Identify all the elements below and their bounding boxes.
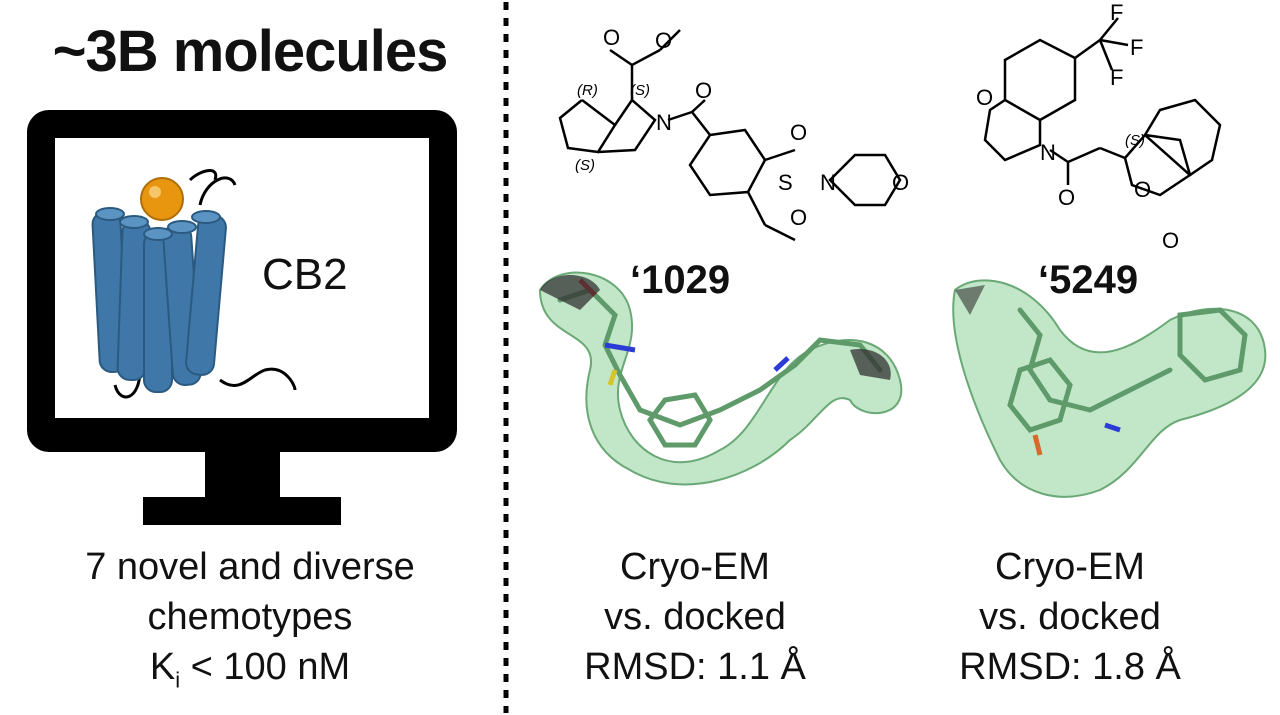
monitor-stand <box>143 497 341 525</box>
compound-1029-structure: O O N O O S O N O (R) (S) (S) <box>558 25 909 242</box>
left-title: ~3B molecules <box>52 19 449 84</box>
benzoxazepine-n-label: N <box>1040 140 1056 165</box>
compound-5249-id: ‘5249 <box>1038 258 1139 302</box>
compound-5249-structure: O N O F F F O O (S) <box>976 0 1222 253</box>
stereo-r-label: (R) <box>577 82 598 99</box>
sulfonyl-o2-label: O <box>790 205 807 230</box>
compound-1029-caption: Cryo-EM vs. docked RMSD: 1.1 Å <box>545 542 845 692</box>
stereo-s-label: (S) <box>1125 132 1145 149</box>
k-subscript: i <box>175 667 181 693</box>
compound-1029-id: ‘1029 <box>630 258 731 302</box>
ki-value: < 100 nM <box>180 646 351 688</box>
receptor-loop-top2 <box>198 176 237 206</box>
lactone-o-label: O <box>1134 177 1151 202</box>
ligand-ball <box>140 177 184 221</box>
stereo-s2-label: (S) <box>575 157 595 174</box>
c2-caption-line2: vs. docked <box>979 596 1161 638</box>
amide-o2-label: O <box>1058 185 1075 210</box>
lactone-carbonyl-o-label: O <box>1162 228 1179 253</box>
fluorine-2-label: F <box>1130 35 1143 60</box>
ester-oxygen-label: O <box>603 25 620 50</box>
c1-caption-line2: vs. docked <box>604 596 786 638</box>
cryoem-density-5249 <box>952 279 1267 498</box>
monitor-neck <box>205 452 280 497</box>
c2-caption-line1: Cryo-EM <box>995 546 1145 588</box>
fluorine-3-label: F <box>1110 65 1123 90</box>
compound-5249-caption: Cryo-EM vs. docked RMSD: 1.8 Å <box>920 542 1220 692</box>
target-label: CB2 <box>262 250 348 299</box>
monitor-illustration <box>27 110 457 525</box>
left-caption-line2: chemotypes <box>147 596 353 638</box>
left-caption-line1: 7 novel and diverse <box>85 546 415 588</box>
amide-n-label: N <box>656 110 672 135</box>
receptor-tail-bottom <box>219 367 297 391</box>
receptor-tail-top <box>188 169 218 182</box>
c2-caption-line3: RMSD: 1.8 Å <box>959 646 1181 688</box>
left-caption-line3: Ki < 100 nM <box>10 642 490 706</box>
fluorine-1-label: F <box>1110 0 1123 25</box>
k-symbol: K <box>149 646 176 688</box>
sulfonyl-o1-label: O <box>790 120 807 145</box>
cryoem-density-1029 <box>538 271 903 486</box>
dotted-divider <box>503 2 509 713</box>
c1-caption-line1: Cryo-EM <box>620 546 770 588</box>
amide-o-label: O <box>695 78 712 103</box>
benzoxazepine-o-label: O <box>976 85 993 110</box>
morpholine-n-label: N <box>820 170 836 195</box>
receptor-helices <box>91 207 227 393</box>
morpholine-o-label: O <box>892 170 909 195</box>
ester-oxygen2-label: O <box>655 28 672 53</box>
left-caption: 7 novel and diverse chemotypes Ki < 100 … <box>10 542 490 706</box>
stereo-s1-label: (S) <box>630 82 650 99</box>
c1-caption-line3: RMSD: 1.1 Å <box>584 646 806 688</box>
sulfur-label: S <box>778 170 793 195</box>
